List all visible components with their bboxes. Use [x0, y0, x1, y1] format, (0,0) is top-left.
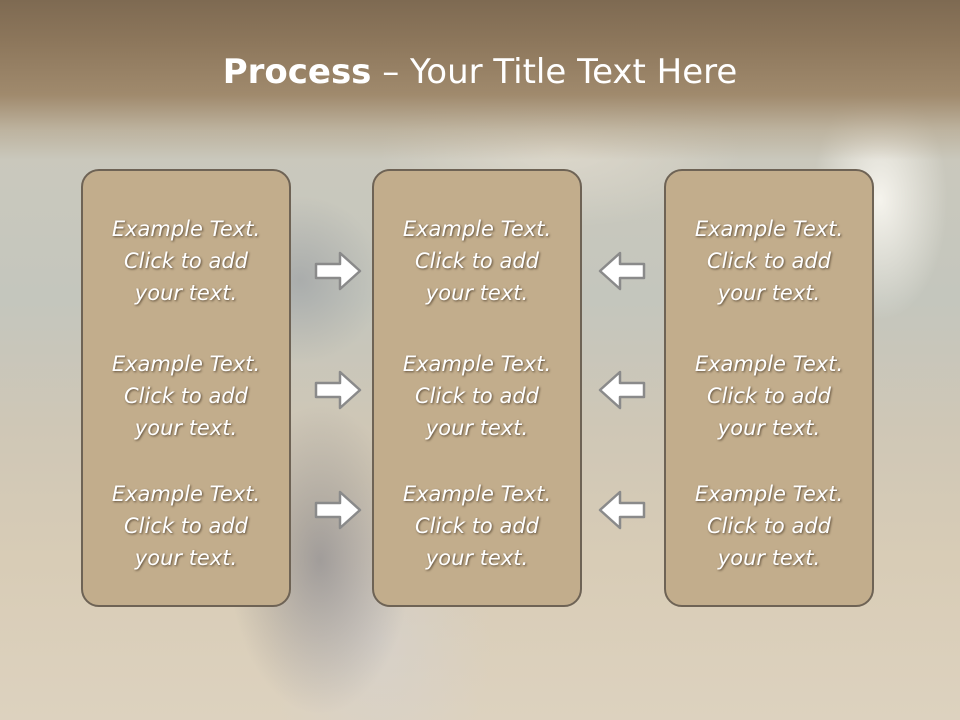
- text-line: your text.: [717, 416, 821, 440]
- text-line: Click to add: [706, 514, 831, 538]
- text-line: Example Text.: [402, 352, 552, 376]
- text-line: Click to add: [706, 249, 831, 273]
- text-line: Click to add: [706, 384, 831, 408]
- title-bold: Process: [222, 52, 372, 92]
- text-line: your text.: [134, 546, 238, 570]
- text-line: Example Text.: [694, 352, 844, 376]
- text-line: Click to add: [414, 249, 539, 273]
- text-line: your text.: [425, 546, 529, 570]
- text-block[interactable]: Example Text. Click to add your text.: [83, 213, 289, 309]
- arrow-left-icon: [598, 250, 646, 292]
- text-line: your text.: [717, 281, 821, 305]
- panel-right[interactable]: Example Text. Click to add your text. Ex…: [664, 169, 874, 607]
- text-line: Click to add: [414, 384, 539, 408]
- text-line: Click to add: [414, 514, 539, 538]
- text-block[interactable]: Example Text. Click to add your text.: [83, 348, 289, 444]
- text-block[interactable]: Example Text. Click to add your text.: [666, 348, 872, 444]
- text-line: your text.: [134, 281, 238, 305]
- text-block[interactable]: Example Text. Click to add your text.: [374, 348, 580, 444]
- text-block[interactable]: Example Text. Click to add your text.: [374, 213, 580, 309]
- text-line: Click to add: [123, 384, 248, 408]
- arrow-right-icon: [314, 250, 362, 292]
- text-line: your text.: [717, 546, 821, 570]
- text-line: Click to add: [123, 514, 248, 538]
- arrow-left-icon: [598, 489, 646, 531]
- panel-left[interactable]: Example Text. Click to add your text. Ex…: [81, 169, 291, 607]
- text-line: Example Text.: [111, 352, 261, 376]
- arrow-right-icon: [314, 369, 362, 411]
- text-line: Example Text.: [402, 482, 552, 506]
- title-band: [0, 0, 960, 160]
- text-line: your text.: [134, 416, 238, 440]
- text-line: Example Text.: [694, 217, 844, 241]
- panel-middle[interactable]: Example Text. Click to add your text. Ex…: [372, 169, 582, 607]
- slide-title[interactable]: Process – Your Title Text Here: [0, 52, 960, 92]
- text-line: your text.: [425, 281, 529, 305]
- text-block[interactable]: Example Text. Click to add your text.: [83, 478, 289, 574]
- text-line: Example Text.: [402, 217, 552, 241]
- text-line: your text.: [425, 416, 529, 440]
- arrow-right-icon: [314, 489, 362, 531]
- text-block[interactable]: Example Text. Click to add your text.: [666, 478, 872, 574]
- title-rest: – Your Title Text Here: [371, 52, 738, 92]
- text-line: Example Text.: [694, 482, 844, 506]
- text-line: Example Text.: [111, 217, 261, 241]
- text-line: Click to add: [123, 249, 248, 273]
- text-block[interactable]: Example Text. Click to add your text.: [374, 478, 580, 574]
- text-block[interactable]: Example Text. Click to add your text.: [666, 213, 872, 309]
- arrow-left-icon: [598, 369, 646, 411]
- text-line: Example Text.: [111, 482, 261, 506]
